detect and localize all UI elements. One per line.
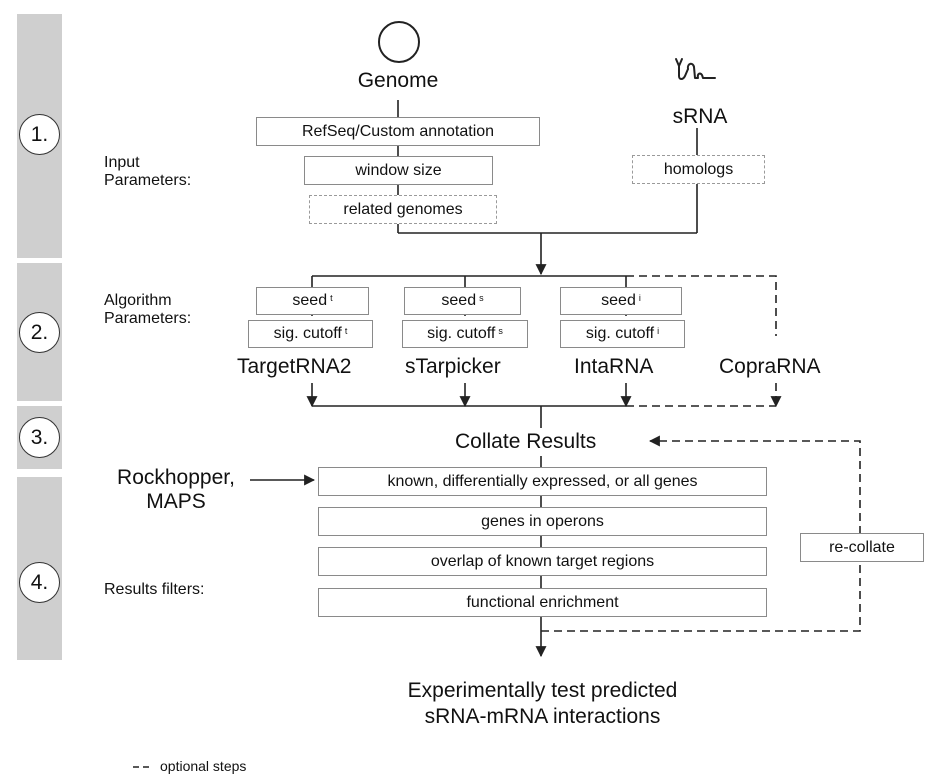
starpicker-cutoff-sup: s: [498, 326, 503, 336]
genome-label: Genome: [357, 69, 439, 92]
starpicker-label: sTarpicker: [405, 355, 501, 378]
step-number-3: 3.: [19, 417, 60, 458]
rna-structure-icon: [675, 58, 716, 80]
coprarna-label: CopraRNA: [719, 355, 821, 378]
starpicker-seed-sup: s: [479, 293, 484, 303]
targetrna2-seed-label: seed: [292, 292, 328, 309]
intarna-seed-label: seed: [601, 292, 636, 309]
window-size-box: window size: [304, 156, 493, 185]
related-genomes-box: related genomes: [309, 195, 497, 224]
intarna-label: IntaRNA: [574, 355, 654, 378]
targetrna2-seed-sup: t: [330, 293, 333, 303]
starpicker-cutoff-label: sig. cutoff: [427, 325, 496, 342]
intarna-cutoff-label: sig. cutoff: [585, 325, 655, 342]
srna-label: sRNA: [672, 105, 728, 128]
filter-box-functional-enrichment: functional enrichment: [318, 588, 767, 617]
filter-box-known-genes: known, differentially expressed, or all …: [318, 467, 767, 496]
input-parameters-label: Input Parameters:: [104, 154, 192, 190]
starpicker-seed-label: seed: [441, 292, 477, 309]
step-number-1: 1.: [19, 114, 60, 155]
circle-icon: [378, 21, 420, 63]
targetrna2-cutoff-sup: t: [344, 326, 348, 336]
targetrna2-cutoff-label: sig. cutoff: [273, 325, 342, 342]
legend-optional-steps: optional steps: [160, 758, 247, 774]
rockhopper-maps-label: Rockhopper, MAPS: [117, 466, 235, 514]
collate-results-label: Collate Results: [455, 430, 597, 453]
filter-box-operons: genes in operons: [318, 507, 767, 536]
recollate-box: re-collate: [800, 533, 924, 562]
results-filters-label: Results filters:: [104, 581, 205, 598]
filter-box-target-regions: overlap of known target regions: [318, 547, 767, 576]
intarna-cutoff-sup: i: [657, 326, 660, 336]
annotation-box: RefSeq/Custom annotation: [256, 117, 540, 146]
intarna-seed-sup: i: [638, 293, 641, 303]
algorithm-parameters-label: Algorithm Parameters:: [104, 292, 192, 328]
step-number-4: 4.: [19, 562, 60, 603]
homologs-box: homologs: [632, 155, 765, 184]
experiment-result-label: Experimentally test predicted sRNA-mRNA …: [407, 679, 678, 729]
step-number-2: 2.: [19, 312, 60, 353]
targetrna2-label: TargetRNA2: [237, 355, 352, 378]
